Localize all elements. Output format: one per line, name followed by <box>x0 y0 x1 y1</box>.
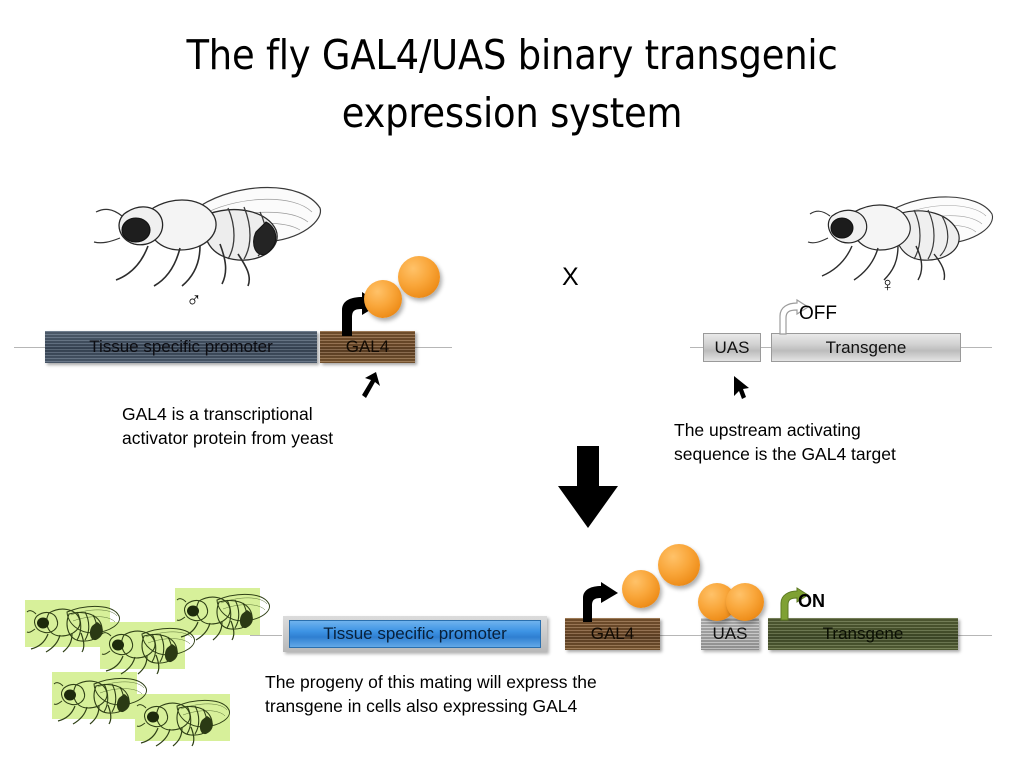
responder-transgene-box: Transgene <box>771 333 961 362</box>
responder-transgene-label: Transgene <box>825 337 907 357</box>
responder-uas-box: UAS <box>703 333 761 362</box>
progeny-transgene-label: Transgene <box>822 624 904 643</box>
cross-symbol: X <box>562 263 579 291</box>
dna-line-left <box>14 347 74 348</box>
gal4-caption-arrow-icon <box>360 372 384 400</box>
dna-line-progeny-tail <box>956 635 992 636</box>
progeny-description-caption: The progeny of this mating will express … <box>265 672 597 716</box>
progeny-uas-label: UAS <box>712 624 748 643</box>
responder-uas-label: UAS <box>714 337 750 357</box>
progeny-gal4-box: GAL4 <box>565 618 660 650</box>
male-sex-symbol: ♂ <box>186 289 202 312</box>
gal4-protein-sphere <box>726 583 764 621</box>
gal4-description-caption: GAL4 is a transcriptional activator prot… <box>122 404 334 448</box>
dna-line-right-tail <box>956 347 992 348</box>
female-sex-symbol: ♀ <box>880 274 895 296</box>
progeny-transgene-box: Transgene <box>768 618 958 650</box>
bent-arrow-icon <box>578 582 622 622</box>
down-arrow-icon <box>556 446 620 528</box>
page-title: The fly GAL4/UAS binary transgenic expre… <box>186 31 838 137</box>
progeny-gal4-label: GAL4 <box>590 624 635 643</box>
transcription-on-label: ON <box>798 591 825 611</box>
gal4-protein-sphere <box>398 256 440 298</box>
progeny-promoter-box: Tissue specific promoter <box>289 620 541 648</box>
gal4-protein-sphere <box>622 570 660 608</box>
uas-description-caption: The upstream activating sequence is the … <box>674 420 896 464</box>
transcription-off-arrow-icon <box>775 298 811 335</box>
female-fly-illustration <box>806 184 996 284</box>
dna-line-right-head <box>690 347 710 348</box>
progeny-promoter-label: Tissue specific promoter <box>323 624 507 643</box>
progeny-uas-box: UAS <box>701 618 759 650</box>
progeny-flies-illustration <box>25 593 271 747</box>
driver-gal4-box: GAL4 <box>320 331 415 363</box>
dna-line-left-tail <box>400 347 452 348</box>
dna-line-progeny-mid <box>645 635 701 636</box>
dna-line-progeny-head <box>250 635 282 636</box>
transcription-on-arrow-icon <box>776 587 810 621</box>
gal4-protein-sphere <box>658 544 700 586</box>
driver-gal4-label: GAL4 <box>345 337 390 356</box>
gal4-protein-sphere <box>364 280 402 318</box>
pointer-icon <box>732 375 750 401</box>
male-fly-illustration <box>88 168 328 288</box>
driver-promoter-label: Tissue specific promoter <box>89 337 273 356</box>
driver-promoter-box: Tissue specific promoter <box>45 331 317 363</box>
transcription-off-label: OFF <box>799 303 837 324</box>
dna-line-right-gap <box>756 347 774 348</box>
